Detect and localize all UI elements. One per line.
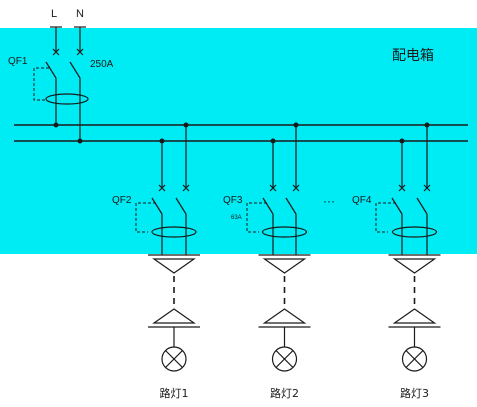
cable-terminal-icon [258,308,311,328]
branch-circuit-2: QF3 63A 路灯2 [223,122,311,400]
main-breaker-rating: 250A [90,59,114,70]
breaker-switch-icon [135,184,190,233]
panel-title: 配电箱 [392,48,434,64]
lamp-icon [401,346,428,372]
lamp-label: 路灯1 [160,387,189,400]
terminal-label-l: L [51,8,57,20]
current-transformer-icon [261,226,308,238]
branch-circuits: QF2 路灯1 QF3 63A 路灯2 QF4 路灯3 [112,122,441,400]
branch-breaker-label: QF3 [223,195,243,206]
branch-breaker-rating: 63A [231,215,242,221]
breaker-switch-icon [33,48,84,101]
breaker-switch-icon [375,184,431,233]
branch-breaker-label: QF4 [352,195,372,206]
more-branches-ellipsis: ··· [323,194,335,208]
lamp-icon [271,346,298,372]
branch-circuit-3: QF4 路灯3 [352,122,441,400]
current-transformer-icon [391,226,438,238]
cable-terminal-icon [148,308,200,328]
lamp-icon [161,346,187,372]
current-transformer-icon [151,226,197,238]
cable-terminal-icon [258,254,311,274]
terminal-label-n: N [76,8,84,20]
main-breaker: QF1 250A [8,26,114,144]
main-breaker-label: QF1 [8,56,28,67]
cable-terminal-icon [388,308,441,328]
cable-terminal-icon [388,254,441,274]
current-transformer-icon [45,93,89,105]
cable-terminal-icon [148,254,200,274]
breaker-switch-icon [246,184,300,233]
lamp-label: 路灯2 [270,387,299,400]
branch-breaker-label: QF2 [112,195,132,206]
lamp-label: 路灯3 [400,387,429,400]
branch-circuit-1: QF2 路灯1 [112,122,200,400]
